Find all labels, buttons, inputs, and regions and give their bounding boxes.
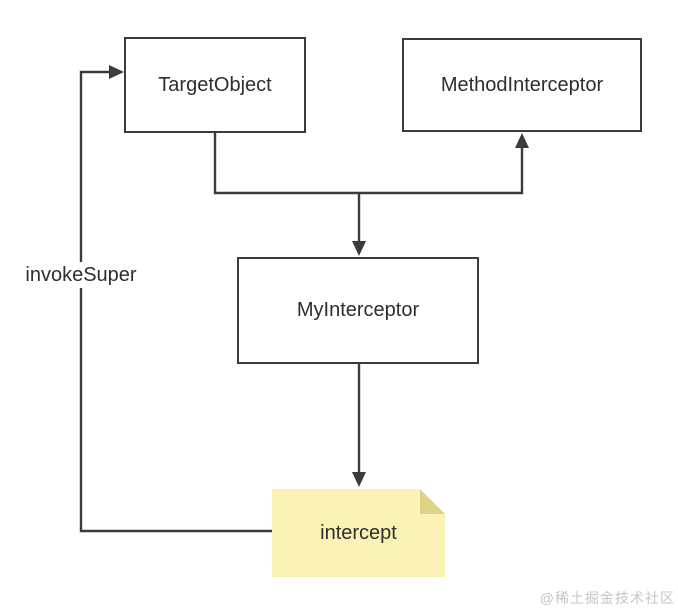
node-target-object-label: TargetObject (158, 73, 272, 96)
arrowhead-into-myinterceptor (352, 241, 366, 256)
node-my-interceptor-label: MyInterceptor (296, 299, 420, 321)
arrowhead-into-intercept (352, 472, 366, 487)
node-method-interceptor-label: MethodInterceptor (440, 73, 604, 96)
edge-label-invokesuper: invokeSuper (14, 262, 148, 288)
edge-junction-line (213, 132, 524, 195)
node-my-interceptor: MyInterceptor (237, 257, 479, 364)
edge-invokesuper-line (79, 70, 272, 533)
node-intercept-note-label: intercept (320, 521, 397, 544)
node-intercept-note: intercept (272, 489, 445, 577)
node-method-interceptor: MethodInterceptor (402, 38, 642, 132)
node-target-object: TargetObject (124, 37, 306, 133)
arrowhead-into-methodinterceptor (515, 133, 529, 148)
watermark-text: @稀土掘金技术社区 (539, 590, 675, 606)
arrowhead-into-targetobject (109, 65, 124, 79)
